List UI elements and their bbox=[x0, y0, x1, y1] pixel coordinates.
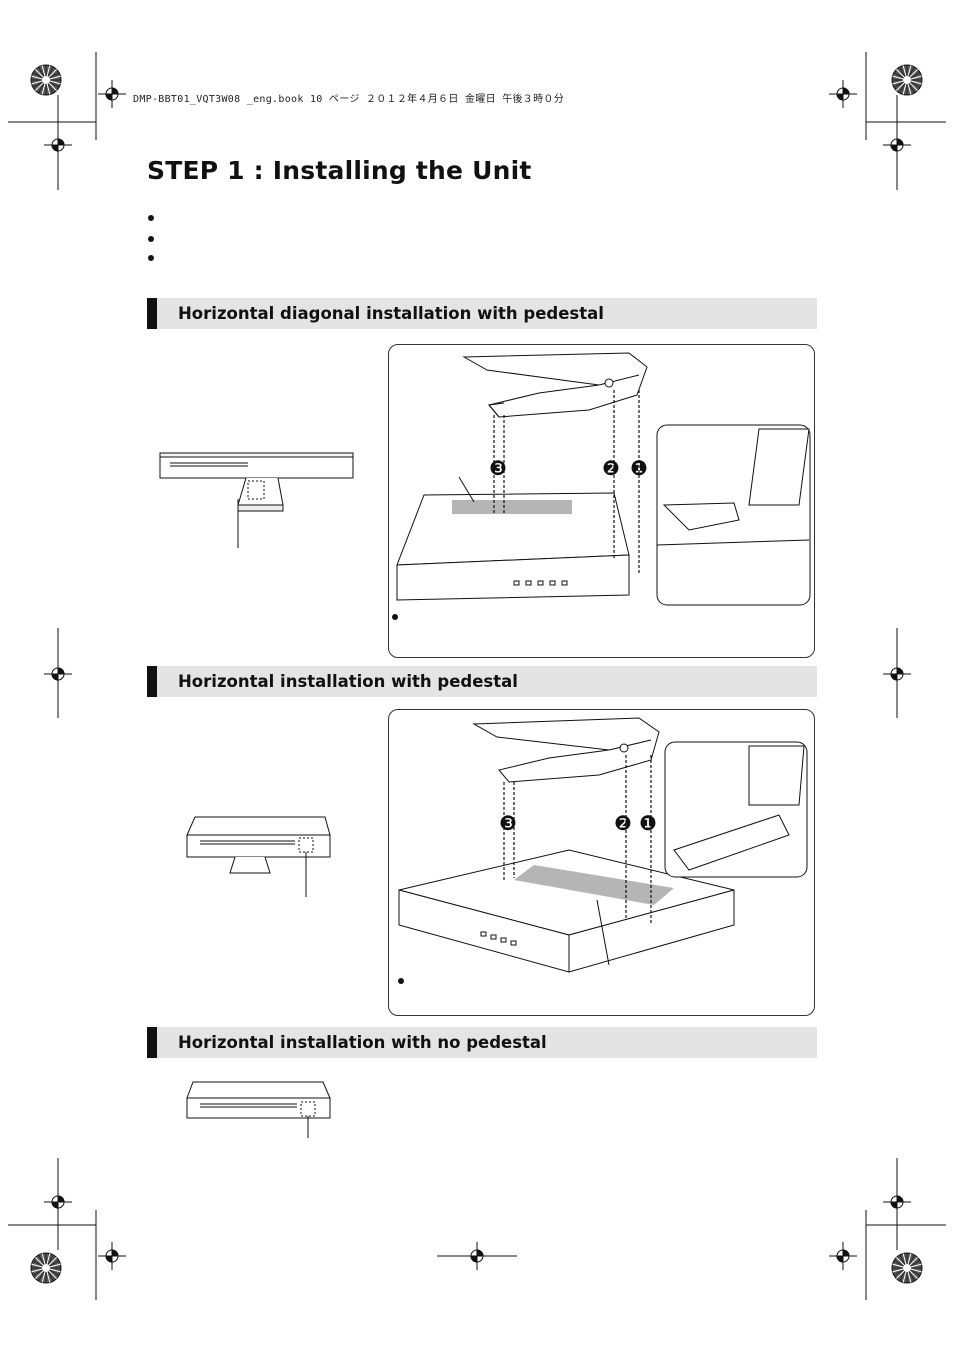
section-accent bbox=[147, 298, 157, 329]
attach-diagram-diagonal: ❸ ❷ ❶ bbox=[392, 352, 811, 620]
step-3-marker: ❸ bbox=[489, 456, 507, 480]
section-heading-diagonal: Horizontal diagonal installation with pe… bbox=[147, 298, 817, 329]
step-2-marker: ❷ bbox=[602, 456, 620, 480]
pedestal-attach-diagram-1: ❸ ❷ ❶ bbox=[388, 344, 815, 658]
bullet-dot bbox=[148, 215, 154, 221]
print-header: DMP-BBT01_VQT3W08 _eng.book 10 ページ ２０１２年… bbox=[133, 94, 564, 105]
section-title: Horizontal diagonal installation with pe… bbox=[178, 304, 604, 323]
step-2-marker: ❷ bbox=[614, 811, 632, 835]
pedestal-attach-diagram-2: ❸ ❷ ❶ bbox=[388, 709, 815, 1016]
attach-diagram-horizontal: ❸ ❷ ❶ bbox=[398, 717, 808, 984]
page-title: STEP 1 : Installing the Unit bbox=[147, 156, 532, 185]
bullet-dot bbox=[148, 255, 154, 261]
section-accent bbox=[147, 666, 157, 697]
step-3-marker: ❸ bbox=[499, 811, 517, 835]
section-title: Horizontal installation with no pedestal bbox=[178, 1033, 547, 1052]
unit-no-pedestal-illustration bbox=[186, 1081, 331, 1138]
step-1-marker: ❶ bbox=[630, 456, 648, 480]
unit-diagonal-illustration bbox=[159, 452, 354, 548]
section-accent bbox=[147, 1027, 157, 1058]
note-bullet bbox=[398, 978, 404, 984]
unit-horizontal-pedestal-illustration bbox=[186, 816, 331, 897]
bullet-dot bbox=[148, 236, 154, 242]
section-title: Horizontal installation with pedestal bbox=[178, 672, 518, 691]
section-heading-no-pedestal: Horizontal installation with no pedestal bbox=[147, 1027, 817, 1058]
section-heading-horizontal-pedestal: Horizontal installation with pedestal bbox=[147, 666, 817, 697]
step-1-marker: ❶ bbox=[639, 811, 657, 835]
note-bullet bbox=[392, 614, 398, 620]
